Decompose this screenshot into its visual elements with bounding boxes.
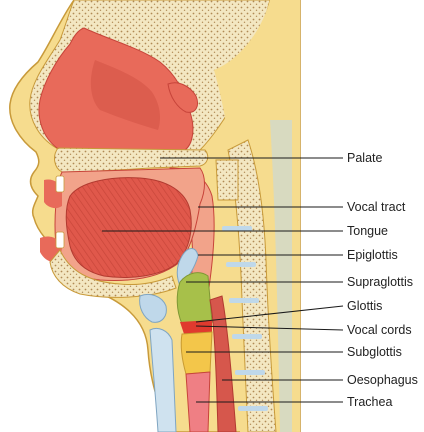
label-vocal-cords: Vocal cords bbox=[347, 323, 412, 337]
vocal-cords-region bbox=[180, 320, 212, 334]
label-supraglottis: Supraglottis bbox=[347, 275, 413, 289]
label-epiglottis: Epiglottis bbox=[347, 248, 398, 262]
label-oesophagus: Oesophagus bbox=[347, 373, 418, 387]
label-palate: Palate bbox=[347, 151, 382, 165]
labels: Palate Vocal tract Tongue Epiglottis Sup… bbox=[347, 151, 418, 409]
label-tongue: Tongue bbox=[347, 224, 388, 238]
label-glottis: Glottis bbox=[347, 299, 382, 313]
leader-lines bbox=[102, 157, 344, 403]
label-vocal-tract: Vocal tract bbox=[347, 200, 406, 214]
label-subglottis: Subglottis bbox=[347, 345, 402, 359]
subglottis-region bbox=[180, 331, 213, 375]
neck-cartilage bbox=[139, 293, 177, 432]
supraglottis-region bbox=[176, 272, 213, 325]
oesophagus-region bbox=[209, 295, 237, 432]
nasal-cavity bbox=[38, 27, 199, 151]
label-trachea: Trachea bbox=[347, 395, 392, 409]
spine bbox=[214, 0, 300, 432]
jaw-bone bbox=[49, 249, 177, 298]
oral-region bbox=[40, 167, 205, 281]
leader-vocal-cords bbox=[195, 325, 344, 331]
leader-glottis bbox=[195, 305, 344, 323]
tongue-shape bbox=[65, 177, 192, 278]
